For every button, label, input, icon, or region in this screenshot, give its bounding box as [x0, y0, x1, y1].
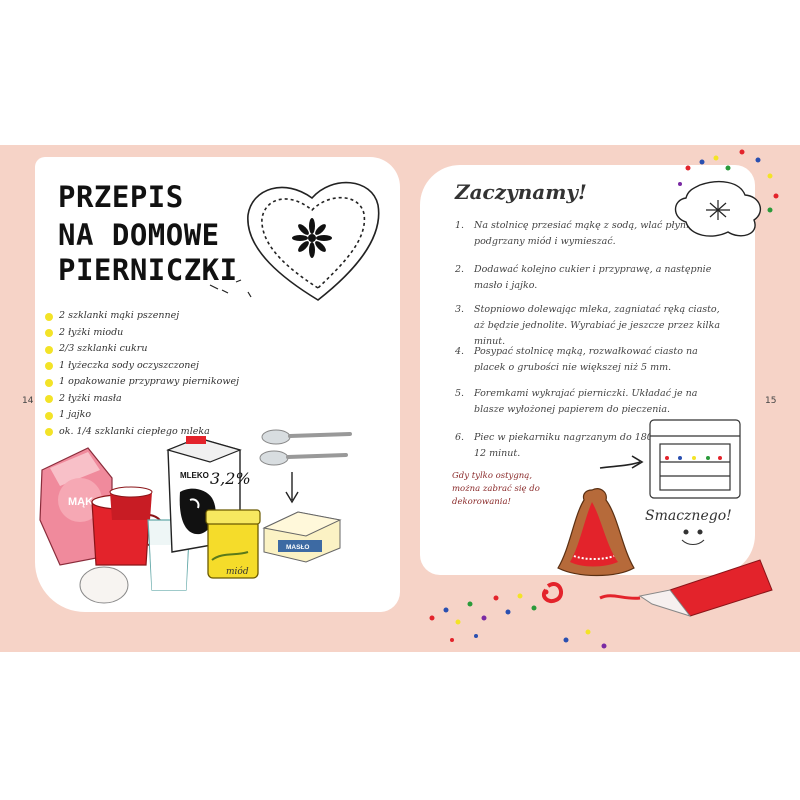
step-text: Piec w piekarniku nagrzanym do 180°C prz… — [474, 432, 714, 459]
ingredient-item: ok. 1/4 szklanki ciepłego mleka — [45, 424, 305, 441]
title-line-2: NA DOMOWE — [58, 218, 220, 252]
egg-icon — [79, 566, 129, 604]
step-item: 6. Piec w piekarniku nagrzanym do 180°C … — [455, 430, 725, 462]
smiley-icon — [681, 529, 705, 546]
step-number: 3. — [455, 304, 465, 315]
decorating-note: Gdy tylko ostygną, można zabrać się do d… — [452, 471, 540, 507]
honey-jar-icon — [205, 509, 261, 579]
recipe-title-line-3-wrap: PIERNICZKI — [58, 256, 238, 285]
step-number: 6. — [455, 432, 465, 443]
milk-label: MLEKO — [180, 471, 209, 480]
step-number: 5. — [455, 388, 465, 399]
step-text: Stopniowo dolewając mleka, zagniatać ręk… — [474, 304, 720, 347]
icing-swirl-icon — [541, 582, 564, 603]
spoon-icon — [259, 450, 348, 466]
ingredient-item: 2 łyżki masła — [45, 391, 305, 408]
ingredient-item: 1 łyżeczka sody oczyszczonej — [45, 358, 305, 375]
step-item: 2. Dodawać kolejno cukier i przyprawę, a… — [455, 262, 725, 294]
page-number-left: 14 — [22, 396, 34, 406]
star-cookie-icon — [674, 180, 762, 237]
closing-text: Smacznego! — [645, 508, 732, 524]
ingredient-item: 1 jajko — [45, 407, 305, 424]
butter-label: MASŁO — [286, 544, 309, 551]
step-number: 2. — [455, 264, 465, 275]
heart-cookie-icon — [209, 181, 380, 301]
ingredient-list: 2 szklanki mąki pszennej 2 łyżki miodu 2… — [45, 308, 305, 440]
butter-icon — [262, 511, 342, 563]
spoon-icon — [261, 429, 352, 445]
arrow-right-icon — [599, 455, 644, 469]
step-text: Na stolnicę przesiać mąkę z sodą, wlać p… — [474, 220, 698, 247]
flour-bag-icon — [39, 447, 113, 566]
page-number-right: 15 — [765, 396, 777, 406]
step-number: 4. — [455, 346, 465, 357]
step-text: Posypać stolnicę mąką, rozwałkować ciast… — [474, 346, 698, 373]
step-item: 4. Posypać stolnicę mąką, rozwałkować ci… — [455, 344, 725, 376]
ingredient-item: 2/3 szklanki cukru — [45, 341, 305, 358]
step-text: Foremkami wykrajać pierniczki. Układać j… — [474, 388, 698, 415]
recipe-title-line-2-wrap: NA DOMOWE — [58, 221, 220, 250]
step-text: Dodawać kolejno cukier i przyprawę, a na… — [474, 264, 712, 291]
arrow-down-icon — [285, 472, 299, 504]
milk-percent-label: 3,2% — [210, 469, 251, 488]
title-line-3: PIERNICZKI — [58, 253, 238, 287]
steps-heading: Zaczynamy! — [455, 180, 587, 204]
step-item: 1. Na stolnicę przesiać mąkę z sodą, wla… — [455, 218, 725, 250]
recipe-title: PRZEPIS — [58, 183, 184, 212]
title-line-1: PRZEPIS — [58, 180, 184, 214]
icing-tube-icon — [599, 559, 773, 617]
oven-icon — [649, 419, 741, 499]
step-item: 5. Foremkami wykrajać pierniczki. Układa… — [455, 386, 725, 418]
red-cup-icon — [109, 486, 153, 520]
ingredient-item: 2 łyżki miodu — [45, 325, 305, 342]
ingredient-item: 1 opakowanie przyprawy piernikowej — [45, 374, 305, 391]
ingredient-item: 2 szklanki mąki pszennej — [45, 308, 305, 325]
honey-label: miód — [226, 566, 249, 577]
step-number: 1. — [455, 220, 465, 231]
step-item: 3. Stopniowo dolewając mleka, zagniatać … — [455, 302, 725, 350]
bell-cookie-icon — [557, 488, 635, 577]
sprinkles-icon — [429, 149, 779, 649]
